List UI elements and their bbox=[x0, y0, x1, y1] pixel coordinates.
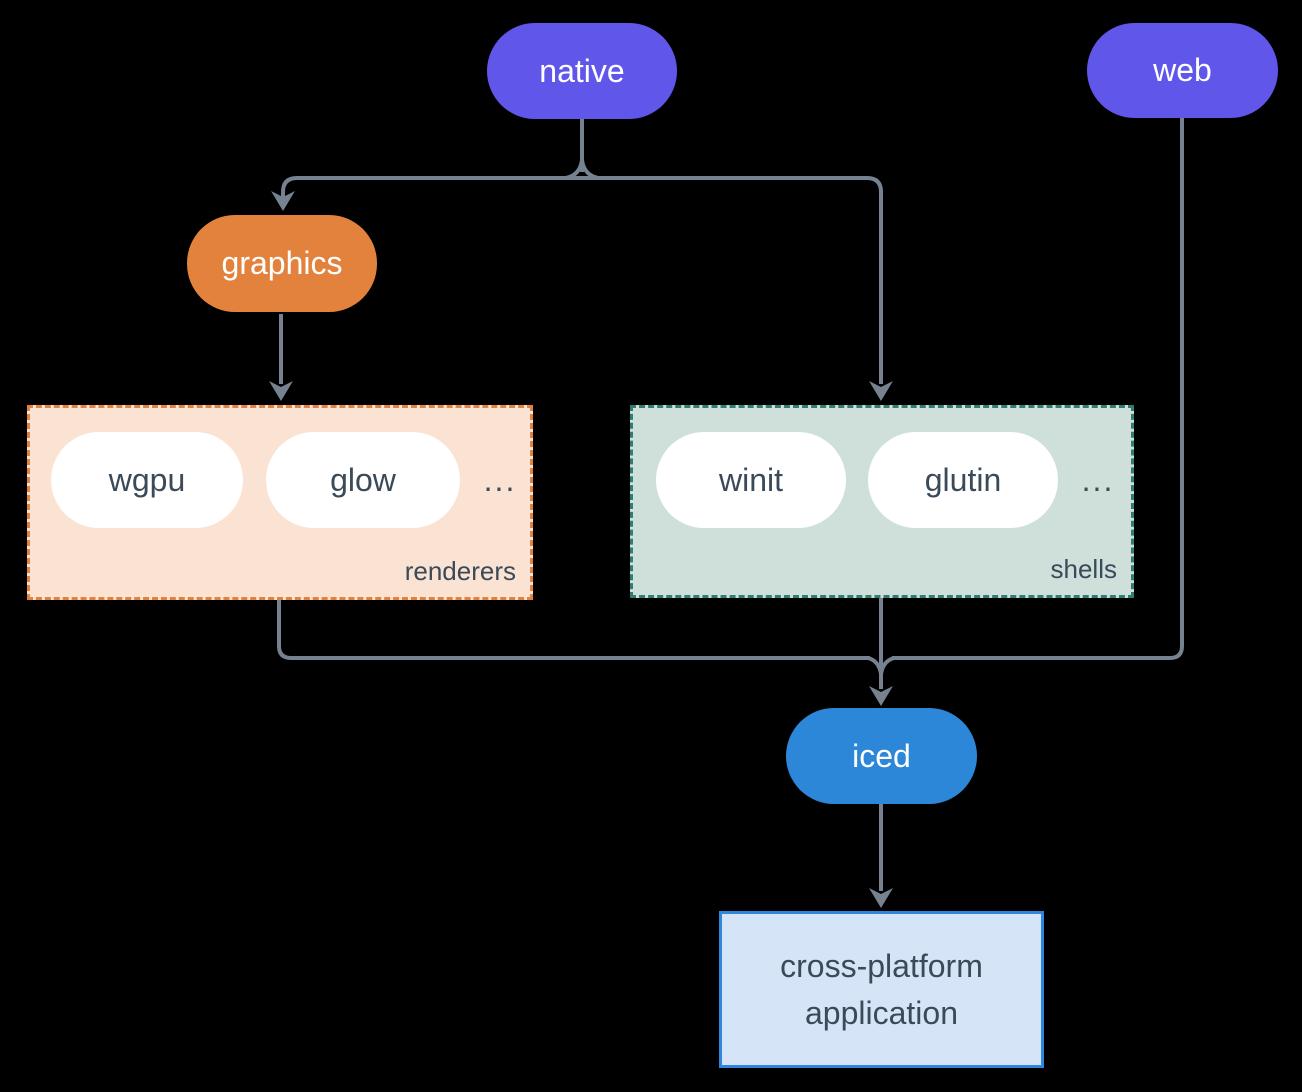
pill-glutin-label: glutin bbox=[924, 461, 1002, 498]
node-application: cross-platform application bbox=[719, 911, 1044, 1068]
node-graphics: graphics bbox=[187, 215, 377, 312]
pill-wgpu: wgpu bbox=[51, 432, 243, 528]
edge-renderers-merge bbox=[277, 600, 870, 660]
node-graphics-label: graphics bbox=[221, 245, 343, 281]
pill-winit: winit bbox=[656, 432, 846, 528]
pill-glutin: glutin bbox=[868, 432, 1058, 528]
edge-web-merge bbox=[892, 118, 1184, 660]
renderers-label: renderers bbox=[404, 556, 516, 586]
arrowhead-into-renderers bbox=[269, 381, 293, 401]
renderers-ellipsis: ... bbox=[483, 461, 517, 498]
shells-ellipsis: ... bbox=[1081, 461, 1115, 498]
arrowhead-into-graphics bbox=[271, 191, 295, 211]
pill-winit-label: winit bbox=[718, 461, 783, 498]
node-native: native bbox=[487, 23, 677, 119]
group-renderers: wgpu glow ... renderers bbox=[27, 405, 533, 600]
arrowhead-into-application bbox=[869, 888, 893, 908]
node-iced-label: iced bbox=[852, 737, 911, 774]
shells-label: shells bbox=[1050, 554, 1117, 584]
arrowhead-into-shells bbox=[869, 381, 893, 401]
pill-glow: glow bbox=[266, 432, 460, 528]
pill-glow-label: glow bbox=[330, 461, 396, 498]
pill-wgpu-label: wgpu bbox=[108, 461, 186, 498]
node-native-label: native bbox=[539, 52, 625, 89]
edge-native-split bbox=[281, 176, 883, 384]
node-application-label: cross-platform application bbox=[780, 947, 983, 1031]
node-web: web bbox=[1087, 23, 1278, 118]
group-shells: winit glutin ... shells bbox=[630, 405, 1134, 598]
edge-native-split-fillet bbox=[565, 159, 599, 180]
arrowhead-into-iced bbox=[869, 686, 893, 706]
node-iced: iced bbox=[786, 708, 977, 804]
node-web-label: web bbox=[1153, 52, 1212, 88]
